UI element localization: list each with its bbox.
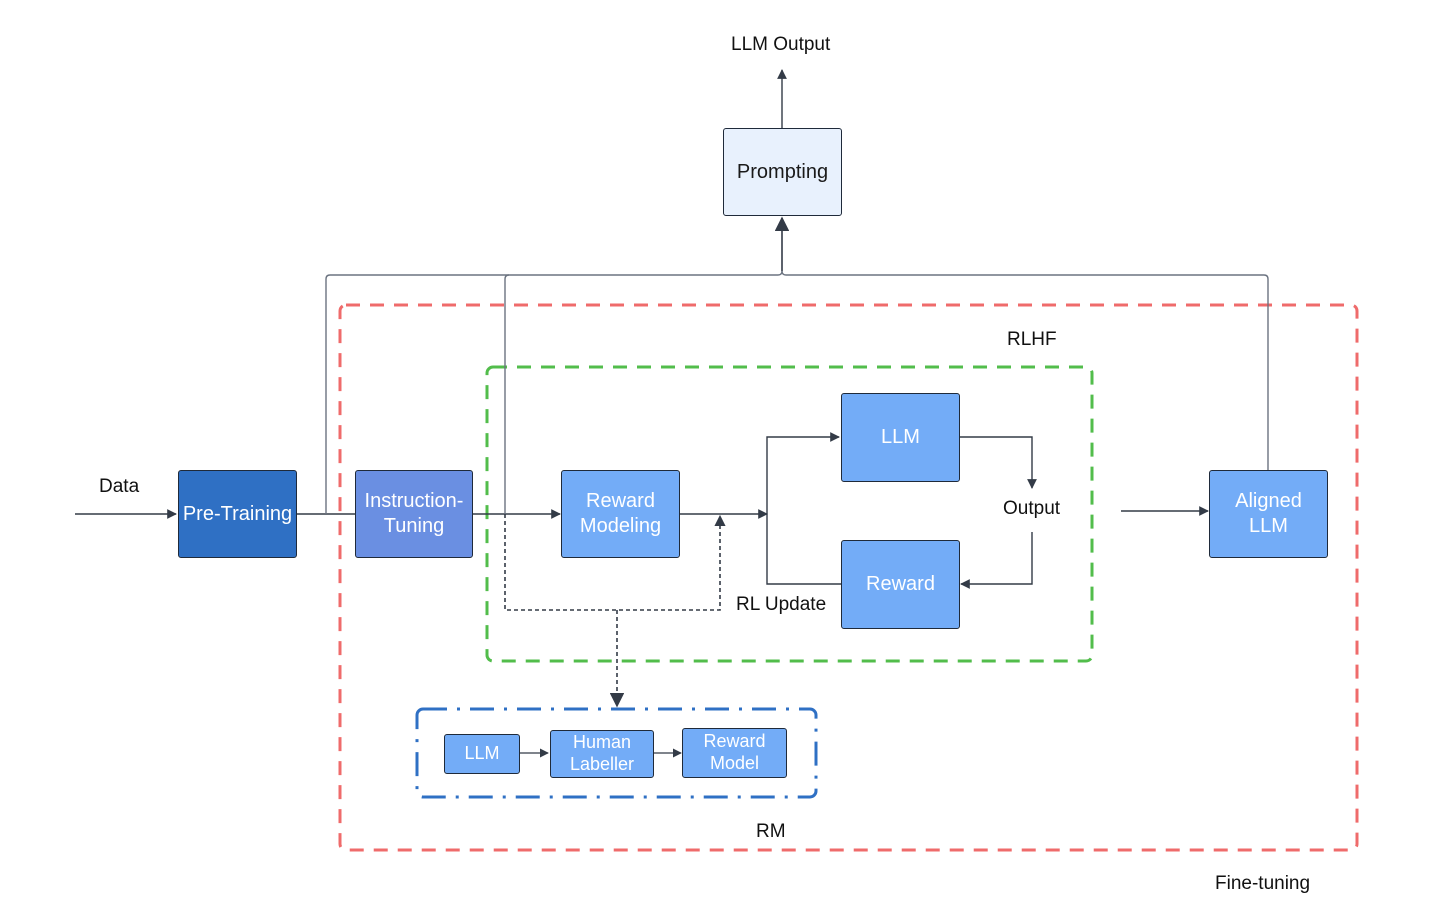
edge-dashed-rm-loop xyxy=(504,514,726,611)
fine-tuning-group-border xyxy=(338,303,1359,852)
data-label: Data xyxy=(99,476,140,497)
edge-pretraining-to-prompting xyxy=(325,270,783,514)
rl-update-label: RL Update xyxy=(736,594,827,615)
rm-group-border xyxy=(415,707,818,799)
pretraining-node: Pre-Training xyxy=(178,470,297,558)
aligned-llm-node: Aligned LLM xyxy=(1209,470,1328,558)
human-labeller-node: Human Labeller xyxy=(550,730,654,778)
output-label: Output xyxy=(1003,498,1061,519)
reward-model-node: Reward Model xyxy=(682,728,787,778)
edge-llm-to-output xyxy=(959,436,1037,489)
edge-aligned-to-prompting xyxy=(781,270,1269,470)
rm-label: RM xyxy=(756,821,786,842)
rm-llm-node: LLM xyxy=(444,734,520,774)
fine-tuning-label: Fine-tuning xyxy=(1215,873,1311,894)
reward-node: Reward xyxy=(841,540,960,629)
llm-node: LLM xyxy=(841,393,960,482)
edge-reward-rl-update xyxy=(766,514,841,585)
reward-modeling-node: Reward Modeling xyxy=(561,470,680,558)
rlhf-label: RLHF xyxy=(1007,329,1057,350)
prompting-node: Prompting xyxy=(723,128,842,216)
edge-output-to-reward xyxy=(960,532,1033,589)
edge-loop-to-llm xyxy=(766,432,840,514)
llm-output-label: LLM Output xyxy=(731,34,831,55)
instruction-tuning-node: Instruction- Tuning xyxy=(355,470,473,558)
edge-instruction-to-prompting xyxy=(504,274,510,514)
